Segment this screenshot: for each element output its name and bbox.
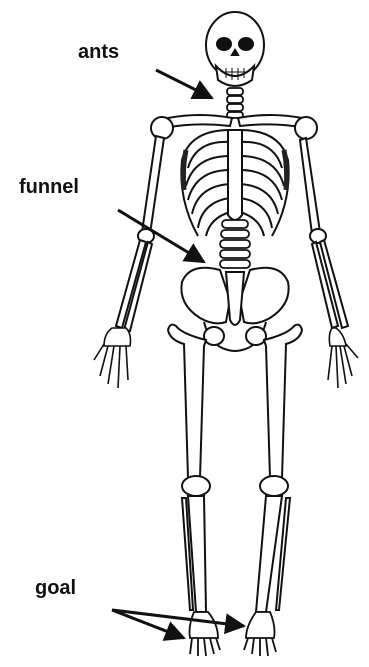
neck-vertebrae: [227, 88, 243, 118]
skull: [206, 12, 264, 86]
pointer-arrows: [112, 70, 244, 638]
left-leg: [168, 325, 210, 612]
right-leg: [256, 325, 302, 612]
label-ants: ants: [78, 42, 119, 62]
label-funnel: funnel: [19, 177, 79, 197]
right-hand: [328, 328, 358, 388]
label-goal: goal: [35, 578, 76, 598]
right-arm: [300, 138, 348, 328]
arrow-ants: [156, 70, 212, 98]
arrow-funnel: [118, 210, 204, 262]
lumbar-spine: [220, 220, 250, 268]
right-foot: [244, 612, 276, 656]
left-hand: [94, 328, 131, 388]
